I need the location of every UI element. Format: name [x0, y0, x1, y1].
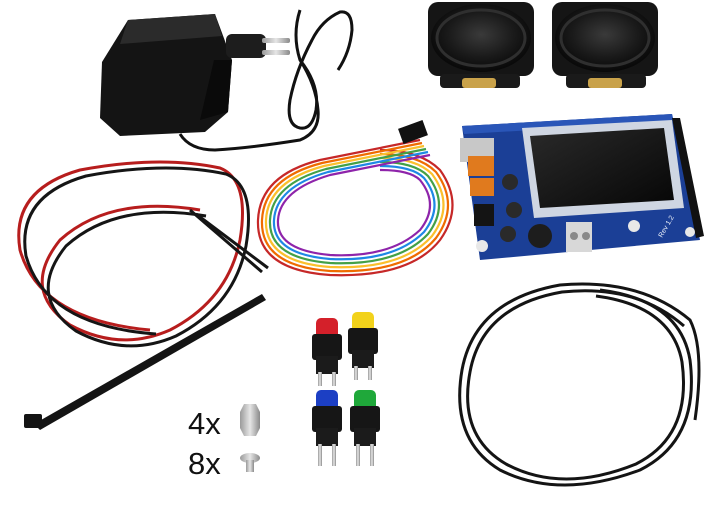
rainbow-ribbon-cable [256, 120, 454, 277]
screw [240, 453, 260, 472]
cable-tie [24, 294, 266, 430]
push-button [348, 312, 378, 380]
black-cable [458, 282, 701, 487]
power-adapter [100, 9, 354, 152]
push-button [350, 390, 380, 466]
screw-quantity-label: 8x [188, 446, 221, 481]
push-button [312, 318, 342, 386]
push-button [312, 390, 342, 466]
red-black-cable [17, 160, 269, 348]
speaker [428, 2, 534, 88]
standoff-quantity-label: 4x [188, 406, 221, 441]
display-board: Rev 1.2 [460, 114, 704, 260]
standoff [240, 404, 260, 436]
speaker [552, 2, 658, 88]
